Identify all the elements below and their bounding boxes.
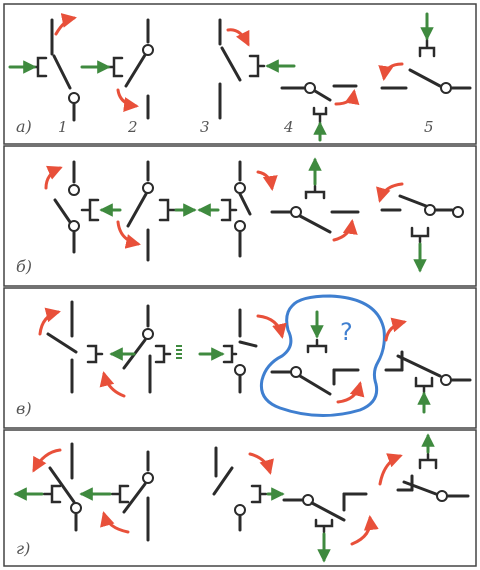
highlight-outline: [259, 294, 386, 417]
motion-arrow-icon: [334, 89, 360, 106]
panel-g-switches: [42, 442, 470, 542]
panel-b-frame: [3, 145, 477, 287]
panel-g-frame: [3, 429, 477, 567]
panel-g-arrows: [13, 433, 435, 563]
panel-v-switches: [46, 300, 472, 396]
panel-a-arrows: [8, 12, 434, 142]
motion-arrow-icon: [116, 88, 139, 112]
number-2: 2: [127, 118, 138, 136]
panel-a-label: а): [16, 117, 32, 136]
question-mark: ?: [340, 318, 353, 346]
panel-v-arrows: [38, 307, 431, 414]
panel-v-contact-marks: [176, 345, 182, 359]
panel-b-arrows: [44, 157, 427, 273]
panel-b-label: б): [16, 257, 32, 276]
number-3: 3: [200, 118, 210, 136]
panel-a-frame: [3, 3, 477, 145]
number-4: 4: [283, 118, 294, 136]
motion-arrow-icon: [226, 28, 250, 47]
panel-a-switches: [28, 18, 472, 124]
panel-v-label: в): [16, 399, 32, 418]
panel-g-label: г): [16, 539, 30, 558]
panel-b-switches: [53, 160, 464, 262]
number-1: 1: [58, 118, 68, 136]
panel-v-frame: [3, 287, 477, 429]
motion-arrow-icon: [378, 62, 404, 81]
number-5: 5: [424, 118, 434, 136]
motion-arrow-icon: [54, 13, 77, 36]
